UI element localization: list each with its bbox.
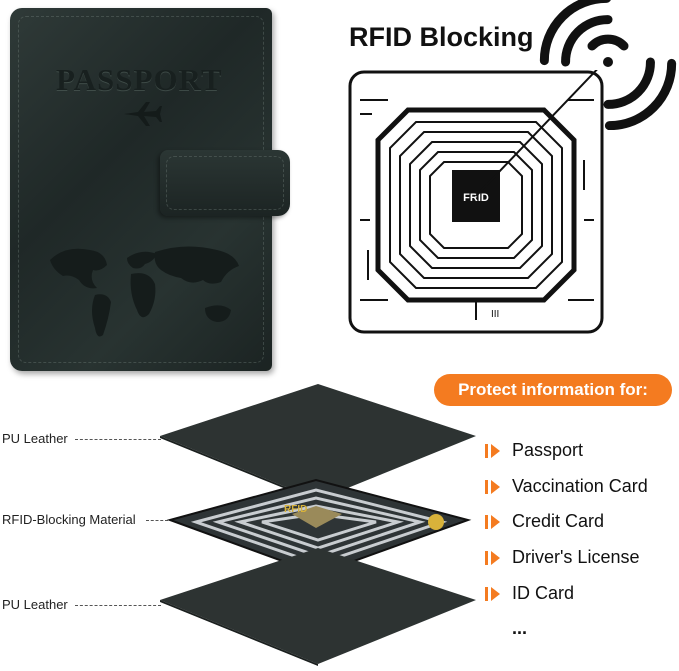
rfid-blocking-layer: RFID <box>166 478 472 576</box>
list-item-label: Passport <box>512 440 584 460</box>
more-items-ellipsis: ... <box>512 618 528 638</box>
play-arrow-icon <box>485 550 500 565</box>
list-item: Driver's License <box>485 547 640 568</box>
list-item-label: Driver's License <box>512 547 640 567</box>
wireless-signal-icon <box>539 0 677 130</box>
list-item-label: Credit Card <box>512 511 605 531</box>
world-map-icon <box>50 246 239 337</box>
leader-line <box>75 439 161 440</box>
play-arrow-icon <box>485 479 500 494</box>
svg-text:III: III <box>491 309 499 320</box>
rfid-chip-diagram: FRID III <box>348 70 604 334</box>
list-item: Vaccination Card <box>485 476 648 497</box>
airplane-icon <box>124 102 162 126</box>
card-chip-label: RFID <box>284 504 307 515</box>
layer-label-bottom: PU Leather <box>2 597 68 612</box>
protect-banner: Protect information for: <box>434 374 672 406</box>
layer-label-middle: RFID-Blocking Material <box>2 512 136 527</box>
play-arrow-icon <box>485 443 500 458</box>
rfid-blocking-title: RFID Blocking <box>349 22 534 52</box>
list-item: Credit Card <box>485 511 605 532</box>
leader-line <box>146 520 168 521</box>
leader-line <box>75 605 161 606</box>
list-item-label: Vaccination Card <box>512 476 648 496</box>
pu-leather-top-layer <box>160 384 476 502</box>
play-arrow-icon <box>485 586 500 601</box>
list-item-label: ID Card <box>512 583 575 603</box>
list-item: Passport <box>485 440 584 461</box>
play-arrow-icon <box>485 514 500 529</box>
chip-label: FRID <box>463 192 489 204</box>
passport-embossed-title: PASSPORT <box>56 62 223 97</box>
snap-strap <box>160 150 290 216</box>
pu-leather-bottom-layer <box>160 548 476 666</box>
layer-label-top: PU Leather <box>2 431 68 446</box>
list-item: ID Card <box>485 583 575 604</box>
